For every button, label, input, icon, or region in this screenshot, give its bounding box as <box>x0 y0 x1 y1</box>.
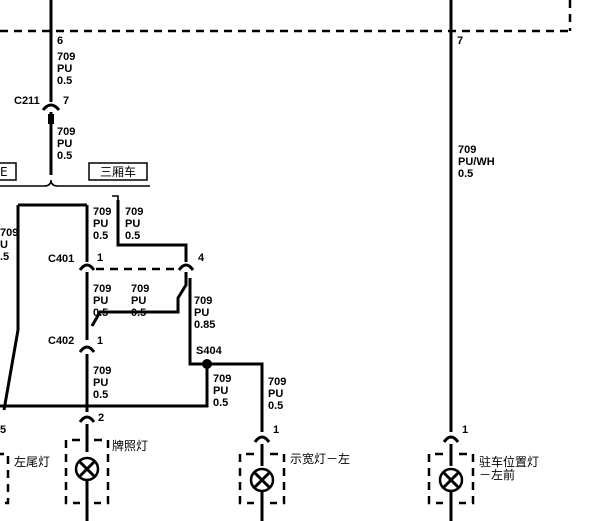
svg-text:0.5: 0.5 <box>57 75 72 87</box>
body-style-sedan-box: 三厢车 <box>88 162 148 181</box>
marker-lamp-label: 示宽灯－左 <box>290 451 350 466</box>
pin-license: 2 <box>98 412 104 424</box>
pin-far-left: 5 <box>0 424 6 436</box>
parking-lamp: 驻车位置灯 －左前 <box>427 452 539 521</box>
wire-label-mid-center: 709 PU 0.5 <box>131 283 149 319</box>
wire-label-sedan-right: 709 PU 0.5 <box>125 206 143 242</box>
wire-label-right-upper: 709 PU/WH 0.5 <box>458 144 495 180</box>
wire-mid-right <box>188 278 207 366</box>
svg-text:PU: PU <box>57 138 72 150</box>
svg-text:PU: PU <box>213 385 228 397</box>
tail-lamp-label: 左尾灯 <box>14 454 50 469</box>
svg-text:709: 709 <box>268 376 286 388</box>
connector-c211-body <box>48 114 54 124</box>
svg-text:E: E <box>0 165 8 179</box>
pin-c402: 1 <box>97 335 103 347</box>
svg-text:U: U <box>0 239 8 251</box>
pin-parking: 1 <box>462 424 468 436</box>
marker-lamp: 示宽灯－左 <box>238 451 350 521</box>
wire-s404-right <box>207 362 264 432</box>
license-lamp-label: 牌照灯 <box>112 439 148 453</box>
wire-label-s404-right: 709 PU 0.5 <box>268 376 286 412</box>
pin-c211: 7 <box>63 95 69 107</box>
wire-label-top-left: 709 PU 0.5 <box>57 51 75 87</box>
pin-marker: 1 <box>273 424 279 436</box>
marker-connector-symbol <box>253 435 271 443</box>
svg-text:0.5: 0.5 <box>268 400 283 412</box>
svg-text:709: 709 <box>458 144 476 156</box>
svg-text:709: 709 <box>57 51 75 63</box>
connector-c211-symbol <box>41 103 61 111</box>
wire-mid-center <box>90 272 188 327</box>
wire-label-mid-left: 709 PU 0.5 <box>93 283 111 319</box>
svg-text:PU: PU <box>131 295 146 307</box>
connector-c402-symbol <box>78 345 96 353</box>
svg-text:0.5: 0.5 <box>57 150 72 162</box>
svg-text:0.85: 0.85 <box>194 319 215 331</box>
svg-text:709: 709 <box>93 365 111 377</box>
parking-lamp-label-1: 驻车位置灯 <box>479 454 539 469</box>
pin-c401-left: 1 <box>97 252 103 264</box>
svg-text:0.5: 0.5 <box>125 230 140 242</box>
svg-text:PU: PU <box>93 295 108 307</box>
connector-c211-label: C211 <box>14 95 40 107</box>
svg-text:PU: PU <box>125 218 140 230</box>
svg-text:709: 709 <box>93 283 111 295</box>
tail-lamp: 左尾灯 <box>0 452 50 505</box>
option-bracket <box>0 179 150 187</box>
pin-top-left: 6 <box>57 35 63 47</box>
wire-label-far-left: 709 U .5 <box>0 227 18 263</box>
svg-text:PU: PU <box>57 63 72 75</box>
svg-text:PU: PU <box>194 307 209 319</box>
wire-label-sedan-left: 709 PU 0.5 <box>93 206 111 242</box>
svg-text:709: 709 <box>131 283 149 295</box>
svg-text:0.5: 0.5 <box>93 307 108 319</box>
license-lamp: 牌照灯 <box>64 438 148 521</box>
svg-text:0.5: 0.5 <box>131 307 146 319</box>
wire-s404-left <box>0 364 209 408</box>
top-component-boundary <box>0 0 572 33</box>
parking-connector-symbol <box>442 435 460 443</box>
svg-text:0.5: 0.5 <box>93 230 108 242</box>
svg-text:PU: PU <box>93 218 108 230</box>
license-connector-symbol <box>78 415 96 423</box>
pin-c401-right: 4 <box>198 252 205 264</box>
svg-text:三厢车: 三厢车 <box>100 164 136 179</box>
svg-text:PU: PU <box>93 377 108 389</box>
parking-lamp-label-2: －左前 <box>479 467 515 482</box>
svg-text:709: 709 <box>194 295 212 307</box>
body-style-left-box: E <box>0 162 17 181</box>
wire-label-mid-right: 709 PU 0.85 <box>194 295 215 331</box>
wire-label-after-c211: 709 PU 0.5 <box>57 126 75 162</box>
svg-text:PU/WH: PU/WH <box>458 156 495 168</box>
connector-c401-left-symbol <box>78 263 96 271</box>
wire-label-lower-left: 709 PU 0.5 <box>93 365 111 401</box>
pin-top-right: 7 <box>457 35 463 47</box>
connector-c402-label: C402 <box>48 335 74 347</box>
connector-c401-label: C401 <box>48 253 74 265</box>
svg-text:709: 709 <box>213 373 231 385</box>
svg-text:709: 709 <box>57 126 75 138</box>
svg-text:0.5: 0.5 <box>93 389 108 401</box>
svg-text:709: 709 <box>93 206 111 218</box>
svg-text:709: 709 <box>0 227 18 239</box>
wire-sedan-right <box>116 200 188 262</box>
splice-s404-label: S404 <box>196 345 223 357</box>
wire-sedan-right-hook <box>112 195 119 200</box>
svg-text:0.5: 0.5 <box>458 168 473 180</box>
connector-c401-right-symbol <box>177 263 195 271</box>
svg-text:.5: .5 <box>0 251 9 263</box>
svg-text:PU: PU <box>268 388 283 400</box>
wire-label-s404-left: 709 PU 0.5 <box>213 373 231 409</box>
svg-text:0.5: 0.5 <box>213 397 228 409</box>
svg-text:709: 709 <box>125 206 143 218</box>
wire-far-left <box>2 205 20 411</box>
